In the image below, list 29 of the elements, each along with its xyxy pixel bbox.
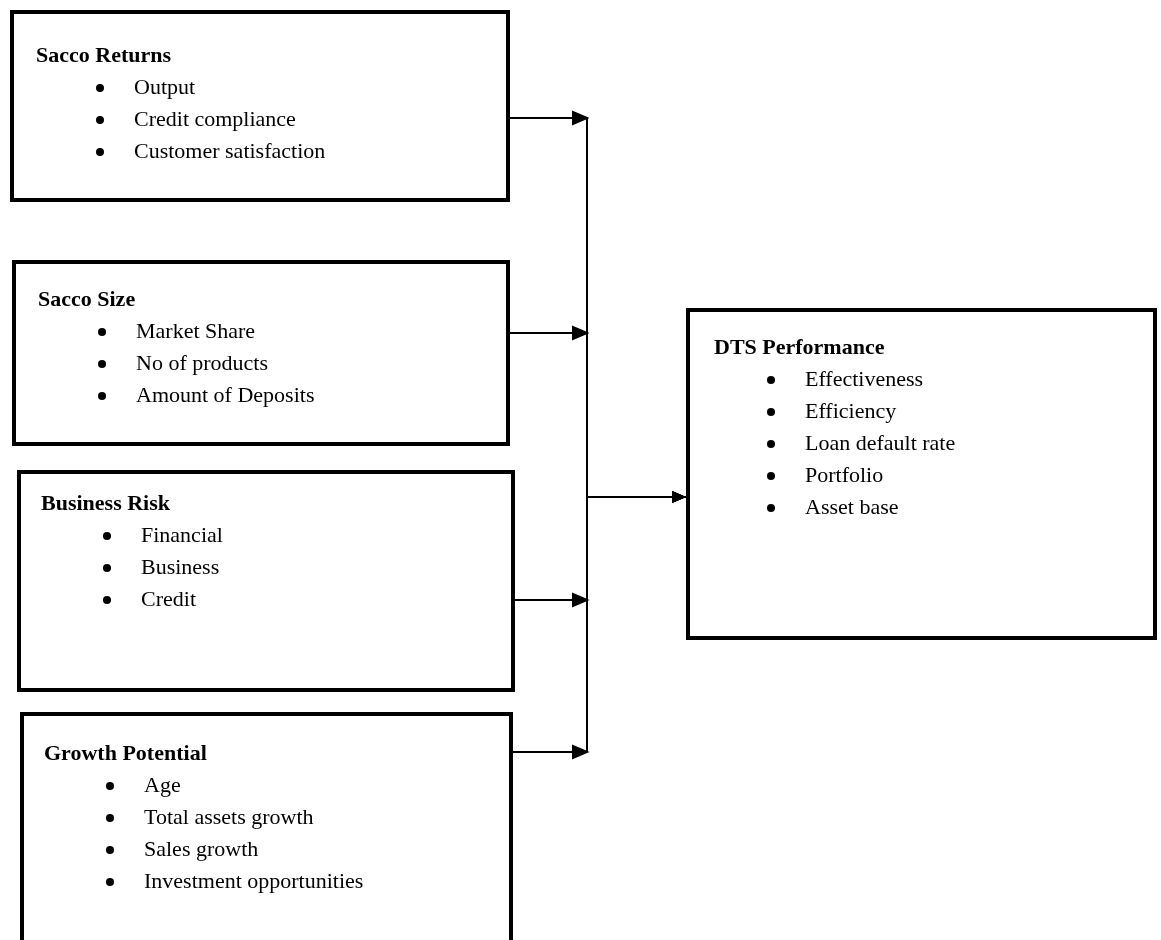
variable-box xyxy=(17,470,515,692)
box-heading: Business Risk xyxy=(41,490,170,516)
box-heading: Sacco Size xyxy=(38,286,136,312)
list-item: Investment opportunities xyxy=(144,868,364,894)
list-item: Portfolio xyxy=(805,462,884,488)
list-item: Efficiency xyxy=(805,398,897,424)
list-item: Market Share xyxy=(136,318,256,344)
list-item: Customer satisfaction xyxy=(134,138,326,164)
list-item: Output xyxy=(134,74,196,100)
list-item: Loan default rate xyxy=(805,430,956,456)
list-item: No of products xyxy=(136,350,268,376)
list-item: Credit compliance xyxy=(134,106,296,132)
list-item: Age xyxy=(144,772,181,798)
variable-box xyxy=(686,308,1157,640)
list-item: Effectiveness xyxy=(805,366,924,392)
variable-box xyxy=(20,712,513,940)
list-item: Asset base xyxy=(805,494,899,520)
box-heading: Sacco Returns xyxy=(36,42,172,68)
list-item: Credit xyxy=(141,586,196,612)
list-item: Sales growth xyxy=(144,836,259,862)
box-heading: Growth Potential xyxy=(44,740,207,766)
variable-box xyxy=(12,260,510,446)
variable-box xyxy=(10,10,510,202)
list-item: Amount of Deposits xyxy=(136,382,315,408)
list-item: Financial xyxy=(141,522,223,548)
arrow xyxy=(512,491,687,759)
box-heading: DTS Performance xyxy=(714,334,885,360)
list-item: Total assets growth xyxy=(144,804,314,830)
list-item: Business xyxy=(141,554,220,580)
